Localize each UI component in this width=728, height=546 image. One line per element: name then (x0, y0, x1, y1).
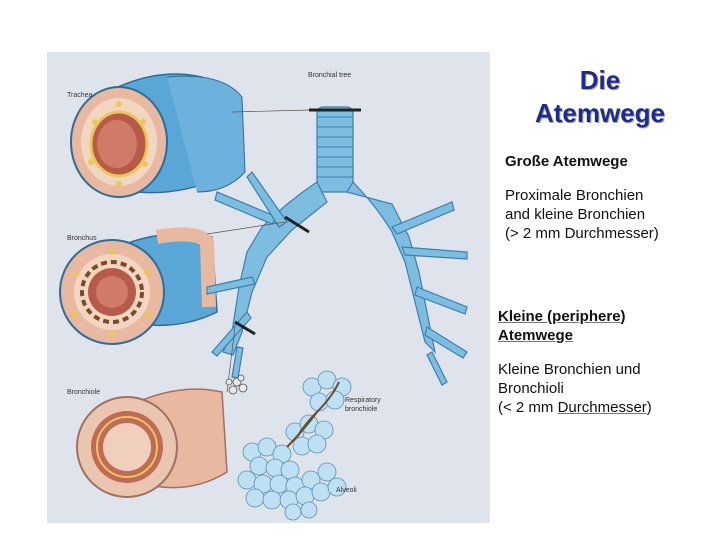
bronchial-tree (206, 106, 468, 386)
label-respiratory-2: bronchiole (345, 406, 378, 413)
slide-title: Die Atemwege (505, 64, 695, 130)
label-alveoli: Alveoli (336, 487, 357, 494)
large-airways-line-2: and kleine Bronchien (505, 206, 646, 223)
label-trachea: Trachea (67, 92, 93, 99)
bronchus-cross-section (59, 227, 218, 345)
alveolar-sac-small (225, 374, 248, 395)
bronchiole-cross-section (76, 388, 228, 498)
small-airways-heading-line2: Atemwege (498, 327, 574, 344)
large-airways-heading: Große Atemwege (505, 153, 628, 170)
title-line-1: Die (579, 65, 621, 95)
small-airways-line-1: Kleine Bronchien und (498, 361, 641, 378)
title-line-2: Atemwege (534, 98, 666, 128)
label-bronchial-tree: Bronchial tree (308, 72, 352, 79)
label-bronchus: Bronchus (67, 235, 97, 242)
small-airways-line-2: Bronchioli (498, 380, 564, 397)
airway-illustration: Trachea Bronchial tree Bronchus Bronchio… (47, 52, 490, 523)
trachea-cross-section (70, 73, 246, 198)
alveoli-cluster (237, 370, 352, 521)
small-airways-line-3a: (< 2 mm (498, 399, 558, 416)
small-airways-text: Kleine Bronchien und Bronchioli (< 2 mm … (498, 360, 703, 417)
small-airways-heading: Kleine (periphere) Atemwege (498, 307, 698, 345)
label-bronchiole: Bronchiole (67, 389, 101, 396)
airway-diagram (59, 73, 468, 521)
respiratory-bronchiole-path (286, 381, 340, 448)
small-airways-line-3b: Durchmesser (557, 399, 647, 416)
small-airways-line-3c: ) (646, 399, 652, 416)
large-airways-line-3: (> 2 mm Durchmesser) (505, 225, 659, 242)
large-airways-line-1: Proximale Bronchien (505, 187, 644, 204)
label-respiratory-1: Respiratory (345, 397, 381, 404)
small-airways-heading-part2: ) (620, 308, 626, 325)
small-airways-heading-part1: Kleine (periphere (498, 308, 621, 325)
large-airways-text: Proximale Bronchien and kleine Bronchien… (505, 186, 705, 243)
tree-rings (317, 116, 353, 178)
section-markers (234, 108, 361, 336)
